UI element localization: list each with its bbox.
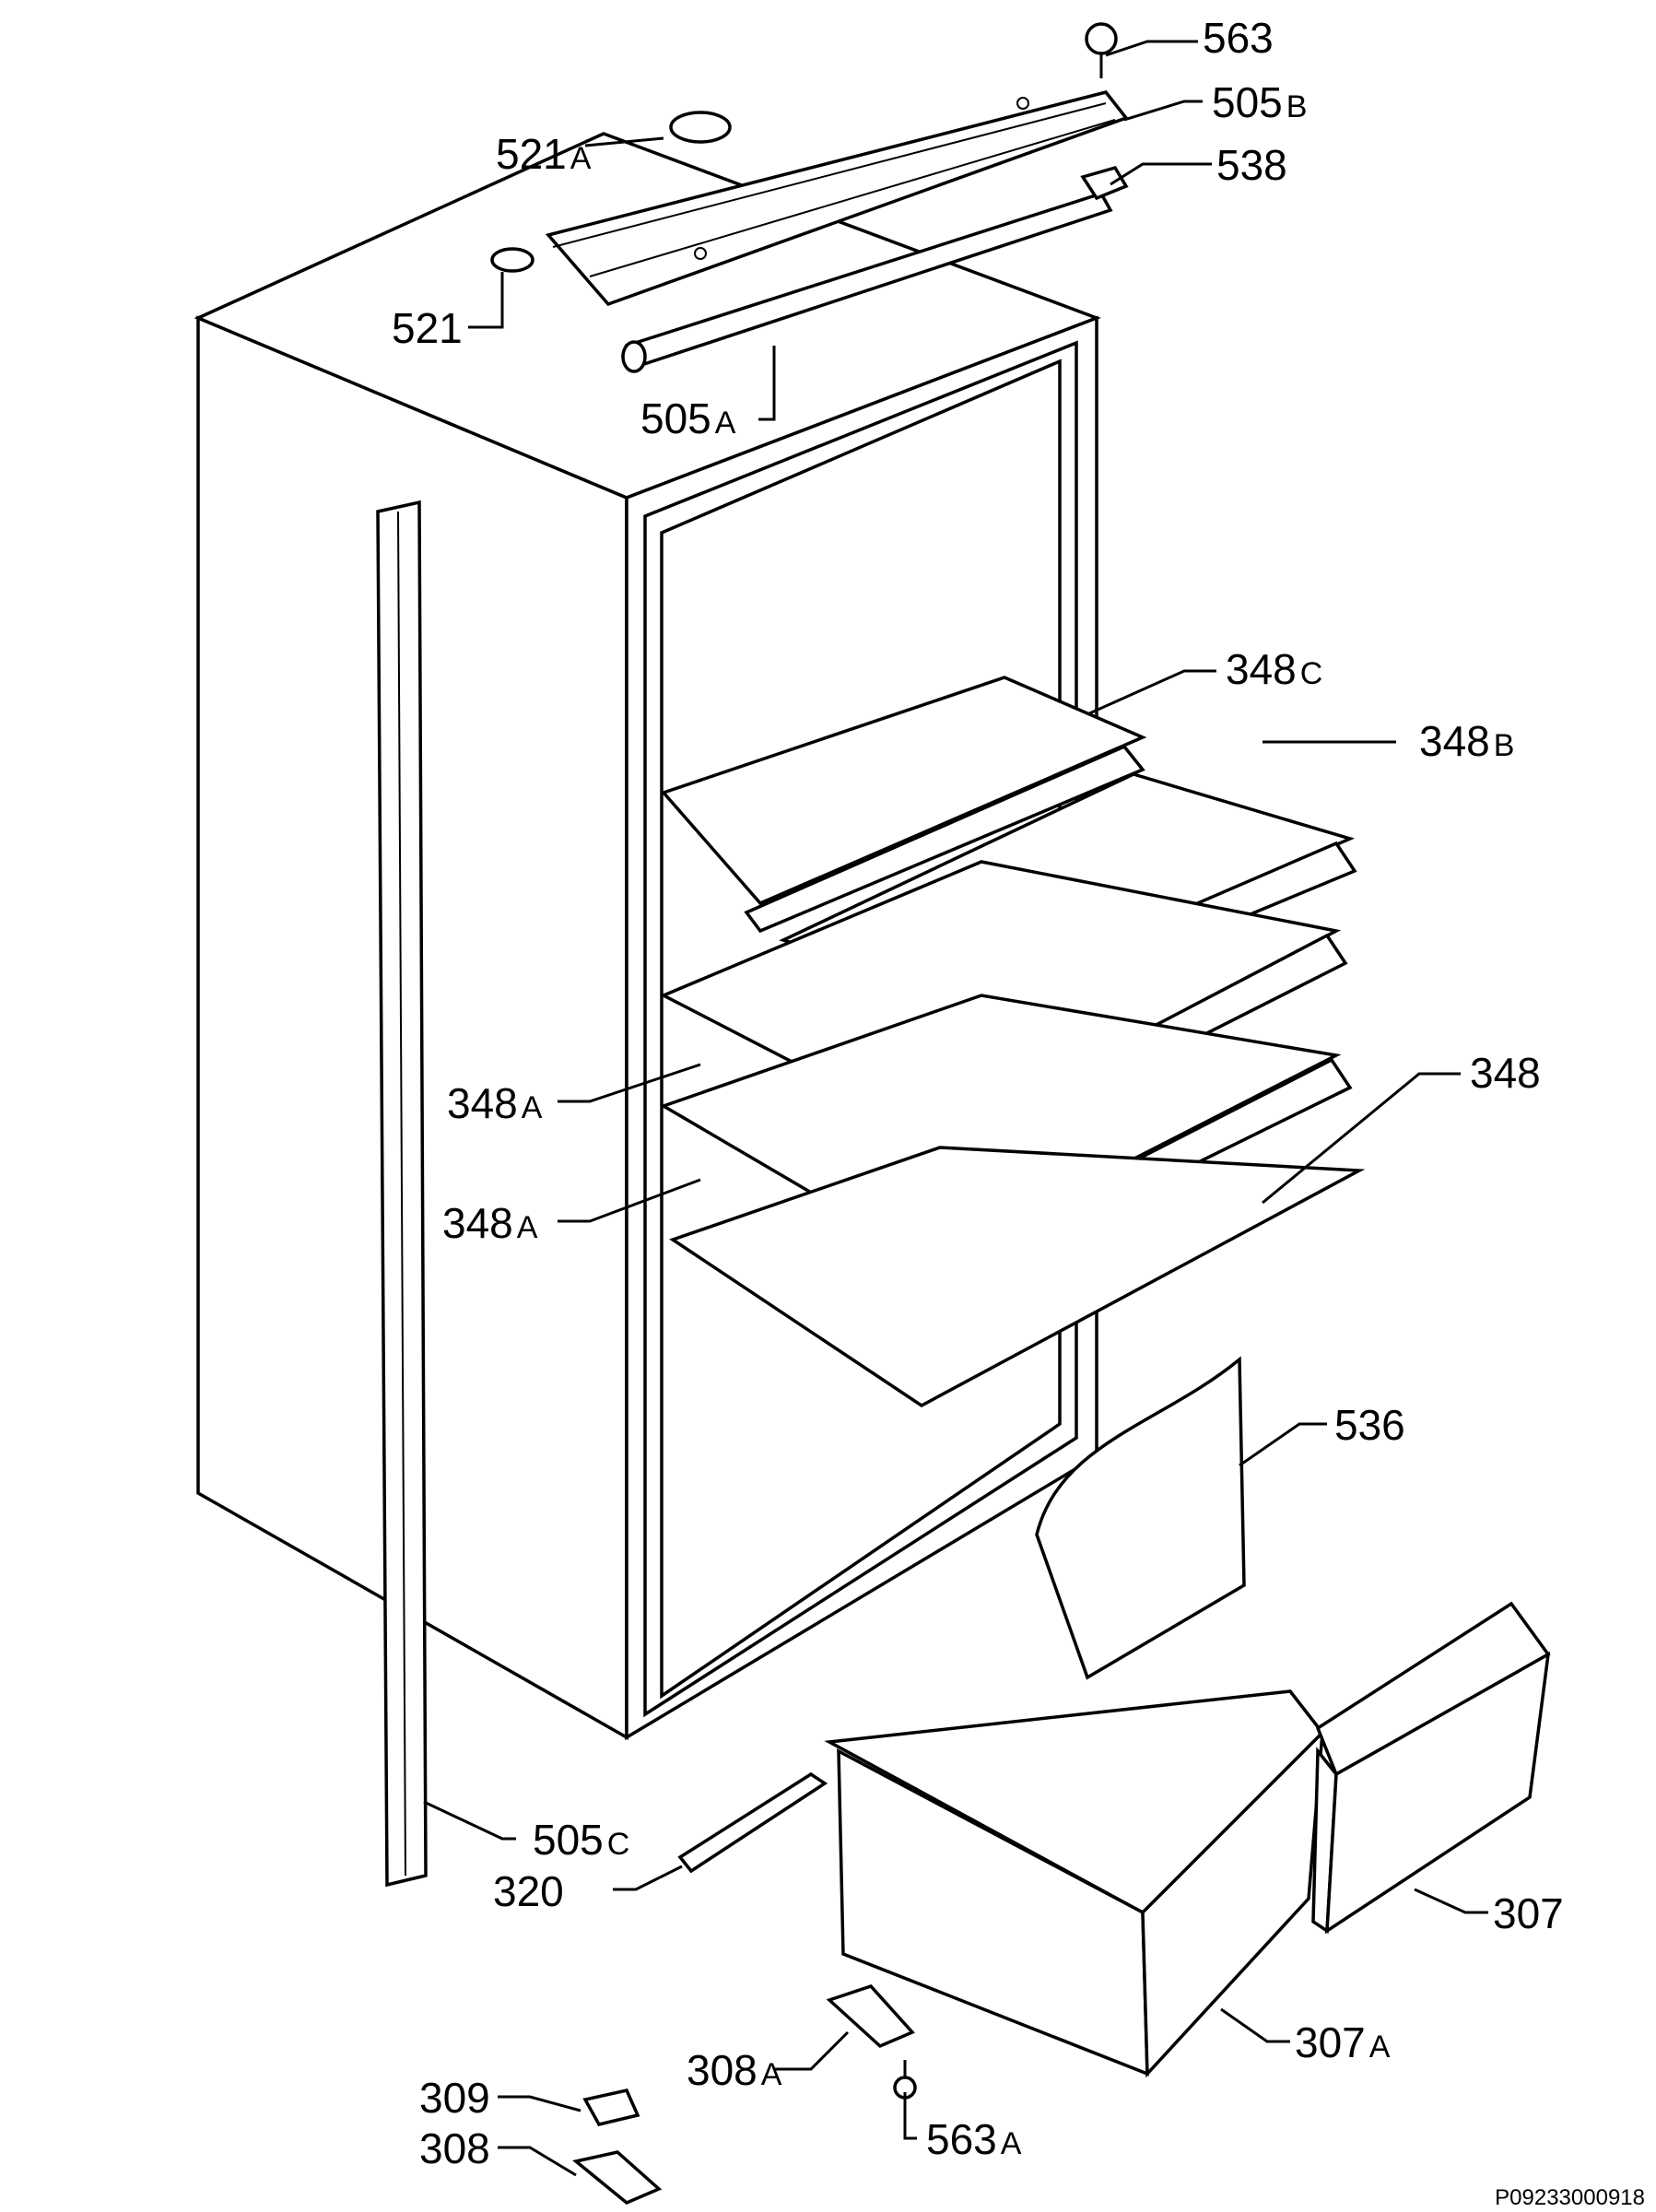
lower-small-parts (572, 1771, 917, 2206)
leader-lines (423, 40, 1488, 2177)
part-number: 348 (1226, 645, 1297, 693)
part-suffix: C (607, 1827, 630, 1862)
part-number: 348 (447, 1079, 518, 1127)
part-number: 563 (926, 2115, 997, 2163)
part-number: 307 (1493, 1889, 1564, 1937)
part-number: 505 (640, 394, 711, 442)
part-number: 348 (442, 1199, 513, 1247)
door-seal (376, 500, 428, 1888)
label-320: 320 (493, 1867, 564, 1915)
part-number: 308 (687, 2046, 758, 2094)
part-number: 521 (496, 130, 567, 178)
label-563: 563 (1203, 14, 1274, 62)
crisper-drawers (824, 1601, 1551, 2078)
part-number: 536 (1334, 1401, 1405, 1449)
part-suffix: C (1300, 656, 1323, 691)
part-suffix: A (761, 2057, 782, 2092)
part-suffix: A (1001, 2126, 1022, 2161)
drawing-reference-code: P09233000918 (1495, 2185, 1645, 2210)
part-suffix: B (1494, 728, 1515, 763)
label-538: 538 (1216, 141, 1287, 189)
part-number: 348 (1470, 1049, 1541, 1097)
part-suffix: A (1369, 2030, 1391, 2065)
front-strip (621, 191, 1113, 373)
divider (1035, 1356, 1246, 1680)
label-308: 308 (419, 2124, 490, 2172)
part-number: 320 (493, 1867, 564, 1915)
label-307: 307 (1493, 1889, 1564, 1937)
part-suffix: A (570, 141, 592, 176)
part-number: 563 (1203, 14, 1274, 62)
part-number: 505 (533, 1816, 604, 1864)
part-number: 521 (392, 304, 463, 352)
part-suffix: A (522, 1090, 543, 1125)
label-536: 536 (1334, 1401, 1405, 1449)
part-number: 505 (1212, 78, 1283, 126)
label-348: 348 (1470, 1049, 1541, 1097)
label-309: 309 (419, 2074, 490, 2122)
part-suffix: A (715, 406, 736, 441)
label-521: 521 (392, 304, 463, 352)
top-small-parts (490, 22, 1129, 273)
part-number: 309 (419, 2074, 490, 2122)
part-number: 308 (419, 2124, 490, 2172)
part-suffix: A (517, 1210, 538, 1245)
part-number: 307 (1295, 2018, 1366, 2066)
shelves (659, 676, 1366, 1408)
part-number: 348 (1419, 717, 1490, 765)
part-number: 538 (1216, 141, 1287, 189)
part-suffix: B (1286, 89, 1308, 124)
